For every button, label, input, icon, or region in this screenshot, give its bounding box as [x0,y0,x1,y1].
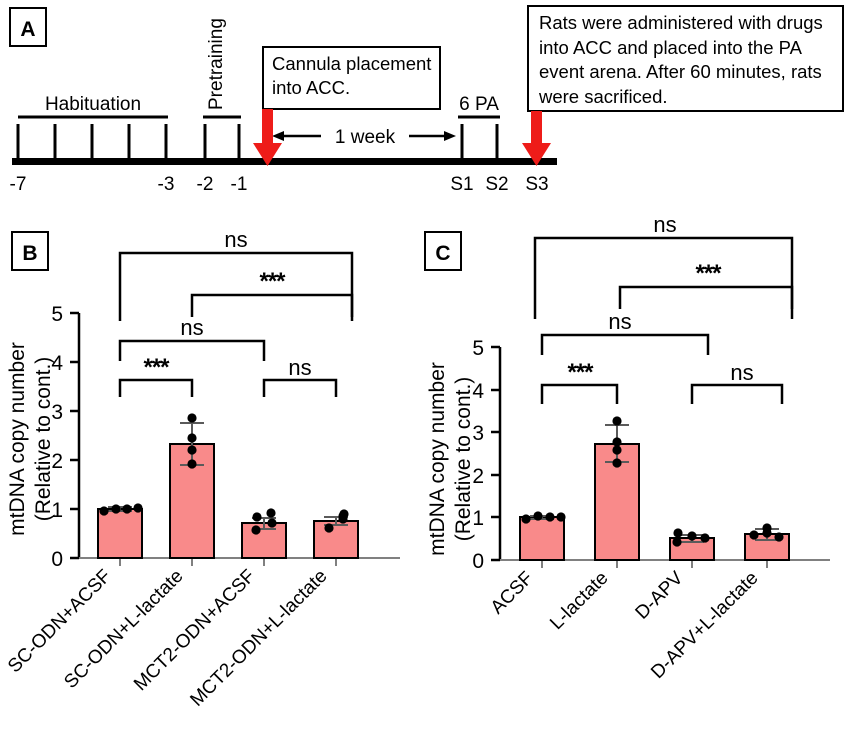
panel-b-sig-label-3: *** [259,268,286,295]
panel-b-bar-3 [313,520,359,559]
panel-b-sig-label-0: *** [143,354,170,381]
panel-b-bar-0 [97,508,143,559]
panel-b-y-axis-title-line1: mtDNA copy number [6,342,29,536]
timeline-label-s2: S2 [485,174,508,195]
panel-b-ytick-4: 4 [51,352,63,375]
panel-b-category-3: MCT2-ODN+L-lactate [186,566,331,711]
panel-c-category-2: D-APV [632,567,688,623]
panel-c-y-axis-title-line1: mtDNA copy number [426,362,449,556]
panel-c-sig-label-4: ns [653,212,676,237]
panel-c-sig-label-2: ns [608,309,631,334]
timeline-axis [12,158,557,165]
panel-a-letter: A [20,18,35,41]
panel-b-ytick-5: 5 [51,303,63,326]
panel-c-ytick-2: 2 [472,465,484,488]
timeline-label-day--2: -2 [197,174,214,195]
panel-b: B 0 1 2 3 4 5 mtDNA copy number (Relativ… [4,227,400,711]
timeline-ticks [16,124,499,160]
sacrifice-box [527,5,844,112]
panel-c-sig-label-0: *** [567,359,594,386]
one-week-arrow: 1 week [272,127,456,148]
panel-b-sig-label-1: ns [288,355,311,380]
cannula-box [262,46,441,110]
sacrifice-box-text: Rats were administered with drugs into A… [539,12,823,107]
panel-b-category-1: SC-ODN+L-lactate [60,566,187,693]
panel-b-significance-brackets [118,251,354,397]
panel-b-y-ticks [70,311,79,560]
habituation-label: Habituation [45,94,141,115]
cannula-red-arrow-icon [253,109,282,166]
panel-c-significance-brackets [533,236,794,404]
panel-b-x-ticks [119,558,337,566]
cannula-box-text: Cannula placement into ACC. [272,53,432,99]
panel-b-category-2: MCT2-ODN+ACSF [130,566,259,695]
panel-b-error-bars [108,422,348,530]
panel-b-y-axis-title-line2: (Relative to cont.) [32,357,55,522]
panel-b-ytick-1: 1 [51,499,63,522]
panel-c-letter-box [424,231,462,271]
timeline-label-day--7: -7 [10,174,27,195]
panel-b-letter: B [22,242,37,265]
panel-c-ytick-1: 1 [472,507,484,530]
panel-a: A -7 -3 -2 -1 S1 S2 S3 Habituation Pretr… [9,5,844,195]
panel-c: C 0 1 2 3 4 5 mtDNA copy number (Relativ… [424,212,830,683]
timeline-label-day--1: -1 [231,174,248,195]
panel-a-letter-box [9,7,47,47]
panel-c-sig-label-1: ns [730,360,753,385]
timeline-label-s1: S1 [450,174,473,195]
panel-b-ytick-3: 3 [51,401,63,424]
timeline-label-s3: S3 [525,174,548,195]
panel-c-x-ticks [541,560,768,568]
panel-c-scatter-points [521,416,784,547]
panel-b-scatter-points [99,413,349,535]
one-week-label: 1 week [335,127,396,148]
panel-c-bar-0 [519,516,565,561]
panel-c-ytick-4: 4 [472,380,484,403]
pa-label: 6 PA [459,94,499,115]
panel-b-sig-label-2: ns [180,315,203,340]
panel-c-ytick-0: 0 [472,550,484,573]
panel-c-ytick-3: 3 [472,422,484,445]
panel-c-category-0: ACSF [487,568,538,619]
panel-c-error-bars [530,424,779,543]
panel-c-category-1: L-lactate [546,568,612,634]
panel-b-ytick-2: 2 [51,450,63,473]
timeline-label-day--3: -3 [158,174,175,195]
panel-b-sig-label-4: ns [224,227,247,252]
panel-b-ytick-0: 0 [51,548,63,571]
pretraining-label: Pretraining [206,18,227,110]
panel-c-y-ticks [491,345,500,562]
sacrifice-red-arrow-icon [522,111,551,166]
panel-c-sig-label-3: *** [695,260,722,287]
panel-c-ytick-5: 5 [472,337,484,360]
panel-c-letter: C [435,242,450,265]
panel-b-letter-box [11,231,49,271]
panel-c-y-axis-title-line2: (Relative to cont.) [452,377,475,542]
